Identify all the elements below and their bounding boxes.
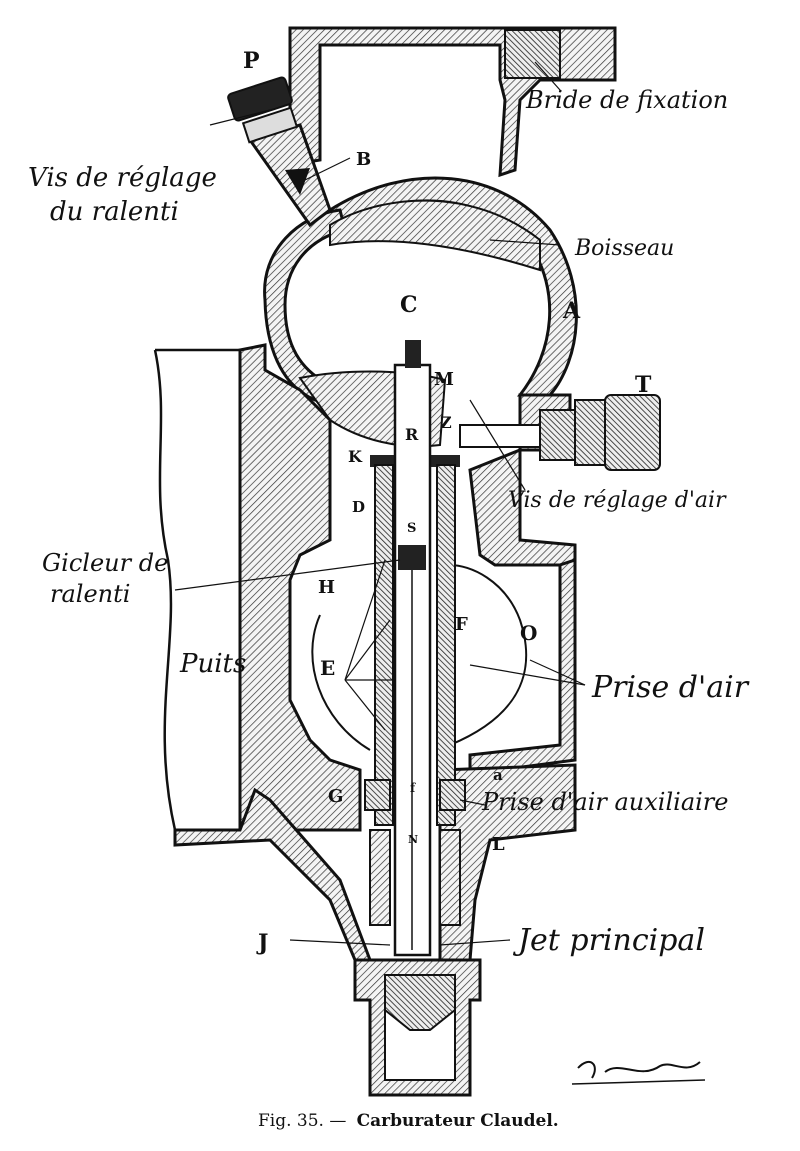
label-f: F (455, 614, 468, 635)
annotation-boisseau: Boisseau (574, 236, 674, 261)
caption-title: Carburateur Claudel. (357, 1111, 559, 1131)
jet-tube-assembly (364, 340, 466, 957)
label-j: J (256, 930, 268, 956)
annotation-jet-principal: Jet principal (512, 923, 705, 958)
label-c: C (400, 292, 418, 318)
label-p: P (243, 48, 260, 74)
label-b: B (356, 149, 371, 170)
annotation-gicleur-ralenti-2: ralenti (50, 580, 130, 608)
label-g: G (328, 786, 343, 807)
label-z: Z (440, 413, 452, 432)
main-body (173, 343, 577, 1097)
caption-prefix: Fig. 35. — (258, 1111, 346, 1131)
label-f-small: f (410, 781, 416, 795)
label-l: L (492, 834, 505, 855)
label-d: D (352, 498, 365, 516)
annotation-vis-reglage-ralenti-2: du ralenti (50, 197, 179, 227)
annotation-prise-air: Prise d'air (591, 670, 750, 705)
annotation-prise-air-auxiliaire: Prise d'air auxiliaire (481, 788, 728, 816)
label-k: K (348, 447, 363, 466)
annotation-vis-reglage-ralenti-1: Vis de réglage (28, 163, 217, 193)
label-n: N (408, 833, 418, 846)
idle-screw-assembly (227, 76, 332, 228)
puits-well (153, 348, 242, 832)
label-h: H (318, 577, 335, 598)
label-e: E (320, 656, 335, 680)
annotation-bride-de-fixation: Bride de fixation (525, 86, 728, 114)
air-screw-assembly (459, 394, 661, 471)
label-m: M (434, 369, 454, 390)
artist-signature (571, 1061, 706, 1085)
bride-flange (288, 26, 617, 178)
figure-caption: Fig. 35. — Carburateur Claudel. (258, 1111, 559, 1131)
leader-lines (174, 61, 586, 946)
annotation-puits: Puits (179, 649, 246, 679)
label-t: T (635, 372, 652, 398)
label-r: R (405, 425, 419, 444)
label-o: O (520, 621, 537, 645)
label-s: S (407, 521, 416, 536)
annotation-vis-reglage-air: Vis de réglage d'air (508, 488, 727, 513)
label-a: A (562, 298, 581, 324)
annotation-gicleur-ralenti-1: Gicleur de (42, 549, 168, 577)
air-intake-chamber (311, 564, 528, 751)
label-a-small: a (493, 766, 503, 784)
